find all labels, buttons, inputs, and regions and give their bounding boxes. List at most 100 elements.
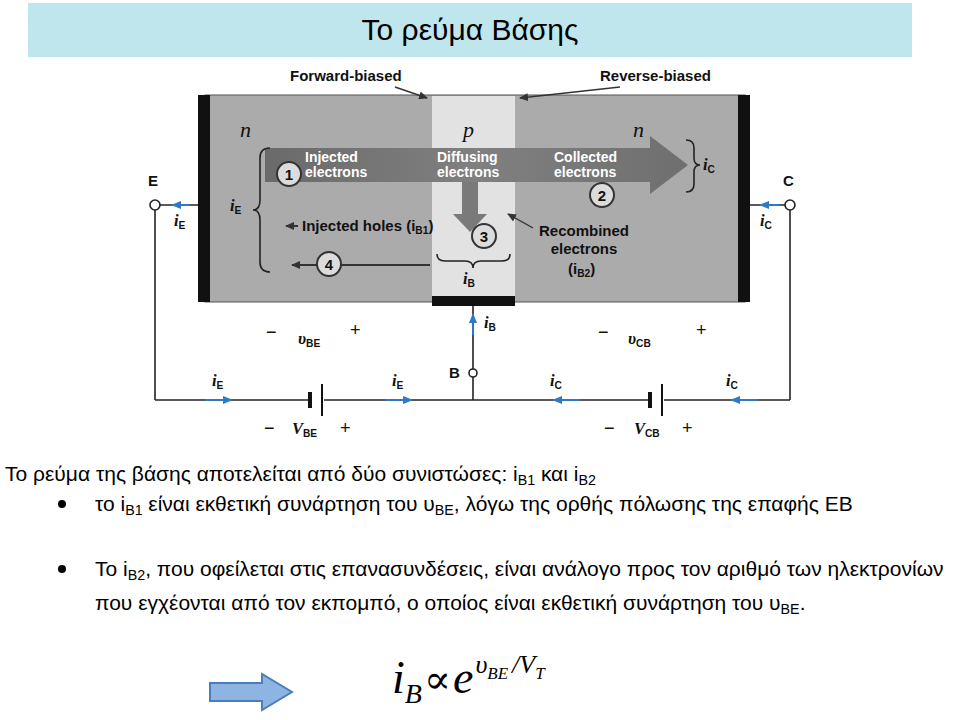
terminal [150,200,160,210]
subscript: B2 [577,268,590,279]
formula-part: ∝ [424,657,451,702]
callout-text: 2 [598,187,606,204]
label-group: − [266,322,277,342]
bracket [253,148,270,272]
label-text: . [800,591,806,614]
formula-part: υ [475,650,487,679]
bullet-dot [58,500,66,508]
subscript: B [468,278,475,289]
circuit-wire [472,377,474,400]
current-arrow [472,314,474,335]
label-text: και i [541,462,579,485]
label-text: Reverse-biased [600,67,711,84]
subscript: E [179,220,186,231]
subscript: E [397,380,404,391]
bracket [437,254,510,268]
label-group: iC [550,372,562,392]
label-group: Forward-biased [290,67,402,85]
region-label: p [463,118,474,142]
label-text: Injected electrons [305,149,367,180]
label-text: Recombined electrons [539,222,629,257]
semiconductor-region: p3 [432,97,515,296]
subscript: BE [435,502,454,518]
label-group: + [340,418,351,438]
callout-number: 1 [276,161,302,187]
subscript: BE [303,428,317,439]
bracket [253,140,700,272]
slide-title: Το ρεύμα Βάσης [28,12,912,48]
subscript: B1 [518,472,535,488]
label-group: iB [463,270,475,290]
label-text: Injected holes (i [302,217,415,234]
current-arrow [205,399,232,401]
label-text: Το i [95,557,128,580]
formula-part: T [535,664,544,683]
terminal [785,200,795,210]
circuit-wire [664,399,790,401]
device-body [205,95,745,302]
label-text: Forward-biased [290,67,402,84]
symbol-letter: i [230,196,235,215]
label-text: το i [95,492,125,515]
label-group: B [449,364,460,382]
symbol-letter: i [550,371,555,390]
label-group: Reverse-biased [600,67,711,85]
callout-text: 4 [325,256,333,273]
symbol-letter: i [463,269,468,288]
circuit-wire [160,204,198,206]
subscript: B2 [128,567,145,583]
label-text: , που οφείλεται στις επανασυνδέσεις, είν… [95,557,944,614]
label-group: − [598,322,609,342]
label-group: Injected holes (iB1) [302,217,433,237]
callout-number: 2 [589,182,615,208]
label-group: Diffusing electrons [437,150,511,180]
circuit-wire [750,204,785,206]
block-arrow [210,674,292,710]
circuit-wire [324,399,648,401]
title-band [28,3,912,57]
current-arrow [172,204,190,206]
label-group: υCB [628,330,651,350]
label-text: ) [428,217,433,234]
label-text: ) [590,260,595,277]
label-group: Το iB2, που οφείλεται στις επανασυνδέσει… [95,553,950,621]
label-text: , λόγω της ορθής πόλωσης της επαφής EB [454,492,853,515]
bullet-dot [58,565,66,573]
callout-text: 3 [480,228,488,245]
subscript: C [708,164,715,175]
hole-flow-arrow [286,225,298,227]
hole-flow-arrow [292,264,430,266]
current-arrow [760,204,780,206]
leader-line [520,87,620,98]
label-group: − [604,418,615,438]
symbol-letter: υ [628,329,636,348]
label-group: E [148,172,158,190]
battery-symbol [661,384,663,416]
label-group: + [682,418,693,438]
label-group: iE [392,372,403,392]
formula-part: e [453,652,473,703]
symbol-letter: i [760,211,765,230]
label-group: VCB [634,420,660,440]
leader-line [395,87,620,228]
label-group: Το ρεύμα της βάσης αποτελείται από δύο σ… [5,458,955,492]
callout-text: 1 [285,166,293,183]
label-group: Injected electrons [305,150,381,180]
label-group: iB [484,314,496,334]
title-band [28,3,912,57]
subscript: B2 [578,472,595,488]
formula-part: /V [512,650,535,679]
subscript: B1 [125,502,142,518]
symbol-letter: V [292,419,303,438]
subscript: CB [645,428,660,439]
current-arrow [731,399,758,401]
label-group: iE [174,212,185,232]
subscript: C [765,220,772,231]
label-text: C [783,172,794,189]
subscript: CB [636,338,651,349]
circuit-wire [155,205,790,400]
formula: iB∝eυBE/VT [392,648,545,718]
symbol-letter: i [174,211,179,230]
label-group: iC [703,156,715,176]
label-text: B [449,364,460,381]
